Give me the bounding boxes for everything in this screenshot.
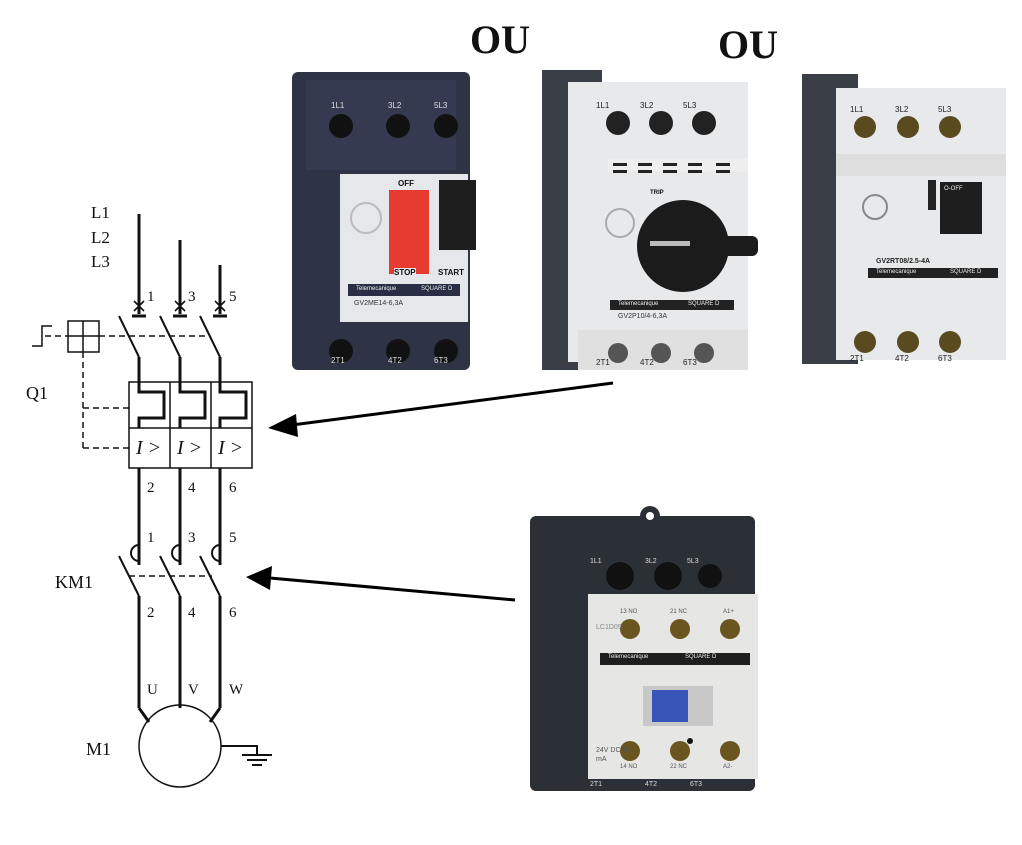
lc1d-terminal-4t2: 4T2 — [645, 781, 658, 788]
gv2me-terminal-4t2: 4T2 — [388, 356, 402, 365]
power-circuit-schematic — [32, 214, 272, 788]
lc1d-terminal-1l1: 1L1 — [590, 558, 602, 565]
q1-terminal-3: 3 — [188, 289, 196, 305]
motor-terminal-v: V — [188, 682, 199, 698]
km1-terminal-3: 3 — [188, 530, 196, 546]
gv2me-terminal-6t3: 6T3 — [434, 356, 448, 365]
gv2rt-model: GV2RT08/2.5-4A — [876, 258, 931, 265]
motor-terminal-w: W — [229, 682, 244, 698]
motor-terminal-u: U — [147, 682, 158, 698]
gv2p-terminal-1l1: 1L1 — [596, 101, 610, 110]
km1-terminal-2: 2 — [147, 605, 155, 621]
gv2rt-terminal-5l3: 5L3 — [938, 105, 952, 114]
gv2me-terminal-5l3: 5L3 — [434, 101, 448, 110]
product-photo-lc1d09-contactor: 1L1 3L2 5L3 13 NO 21 NC A1+ LC1D09 Telem… — [520, 496, 770, 796]
gv2rt-brand: Telemecanique — [876, 269, 917, 275]
gv2p-terminal-4t2: 4T2 — [640, 358, 654, 367]
lc1d-aux-a2: A2- — [723, 764, 733, 770]
lc1d-aux-21nc: 21 NC — [670, 609, 688, 615]
product-photo-gv2p-breaker: 1L1 3L2 5L3 TRIP Telemecanique SQUARE D … — [538, 68, 760, 374]
or-label-2: OU — [718, 22, 778, 67]
line-label-l1: L1 — [91, 203, 110, 222]
q1-terminal-2: 2 — [147, 480, 155, 496]
km1-terminal-5: 5 — [229, 530, 237, 546]
product-photo-gv2rt-breaker: 1L1 3L2 5L3 O-OFF GV2RT08/2.5-4A Telemec… — [800, 72, 1010, 368]
or-label-1: OU — [470, 17, 530, 62]
lc1d-terminal-6t3: 6T3 — [690, 781, 703, 788]
ground-icon — [221, 745, 258, 755]
lc1d-aux-13no: 13 NO — [620, 609, 638, 615]
q1-terminal-6: 6 — [229, 480, 237, 496]
gv2me-start-label: START — [438, 268, 465, 277]
thermal-element-1 — [137, 382, 166, 428]
trip-symbol-3: I > — [218, 437, 244, 459]
gv2me-off-label: OFF — [398, 179, 414, 188]
gv2p-terminal-3l2: 3L2 — [640, 101, 654, 110]
arrow-contactor-to-km1 — [246, 566, 516, 602]
gv2rt-terminal-3l2: 3L2 — [895, 105, 909, 114]
gv2rt-terminal-1l1: 1L1 — [850, 105, 864, 114]
gv2p-terminal-2t1: 2T1 — [596, 358, 610, 367]
q1-protection-block — [128, 381, 253, 469]
lc1d-model: LC1D09 — [596, 624, 622, 631]
gv2rt-toggle-label: O-OFF — [944, 186, 963, 192]
lc1d-terminal-5l3: 5L3 — [687, 558, 699, 565]
q1-terminal-5: 5 — [229, 289, 237, 305]
gv2rt-brand2: SQUARE D — [950, 269, 982, 275]
gv2me-brand2: SQUARE D — [421, 286, 453, 292]
gv2p-trip-label: TRIP — [650, 190, 664, 196]
gv2rt-terminal-4t2: 4T2 — [895, 354, 909, 363]
line-label-l2: L2 — [91, 228, 110, 247]
gv2me-stop-label: STOP — [394, 268, 416, 277]
gv2rt-terminal-2t1: 2T1 — [850, 354, 864, 363]
km1-terminal-1: 1 — [147, 530, 155, 546]
arrow-breaker-to-q1 — [268, 381, 614, 437]
motor-label: M1 — [86, 739, 112, 759]
lc1d-aux-22nc: 22 NC — [670, 764, 688, 770]
thermal-element-2 — [178, 382, 207, 428]
lc1d-brand: Telemecanique — [608, 654, 649, 660]
thermal-element-3 — [218, 382, 248, 428]
trip-symbol-2: I > — [177, 437, 203, 459]
lc1d-terminal-2t1: 2T1 — [590, 781, 603, 788]
gv2rt-terminal-6t3: 6T3 — [938, 354, 952, 363]
gv2p-brand: Telemecanique — [618, 301, 659, 307]
gv2me-terminal-1l1: 1L1 — [331, 101, 345, 110]
trip-symbol-1: I > — [136, 437, 162, 459]
lc1d-aux-a1: A1+ — [723, 609, 734, 615]
km1-terminal-6: 6 — [229, 605, 237, 621]
contactor-label: KM1 — [55, 572, 94, 592]
line-label-l3: L3 — [91, 252, 110, 271]
lc1d-brand2: SQUARE D — [685, 654, 717, 660]
gv2me-model: GV2ME14-6,3A — [354, 300, 404, 307]
product-photo-gv2me-breaker: 1L1 3L2 5L3 OFF STOP START Telemecanique… — [286, 68, 484, 374]
km1-terminal-4: 4 — [188, 605, 196, 621]
q1-terminal-4: 4 — [188, 480, 196, 496]
lc1d-aux-14no: 14 NO — [620, 764, 638, 770]
gv2p-terminal-5l3: 5L3 — [683, 101, 697, 110]
gv2me-terminal-3l2: 3L2 — [388, 101, 402, 110]
gv2p-brand2: SQUARE D — [688, 301, 720, 307]
gv2me-terminal-2t1: 2T1 — [331, 356, 345, 365]
gv2p-model: GV2P10/4-6,3A — [618, 313, 668, 320]
gv2me-brand: Telemecanique — [356, 286, 397, 292]
breaker-label: Q1 — [26, 383, 48, 403]
lc1d-terminal-3l2: 3L2 — [645, 558, 657, 565]
q1-terminal-1: 1 — [147, 289, 155, 305]
lc1d-coil-rating: 24V DC 100 mA — [596, 747, 635, 763]
gv2p-terminal-6t3: 6T3 — [683, 358, 697, 367]
manual-actuator-symbol — [32, 325, 52, 347]
